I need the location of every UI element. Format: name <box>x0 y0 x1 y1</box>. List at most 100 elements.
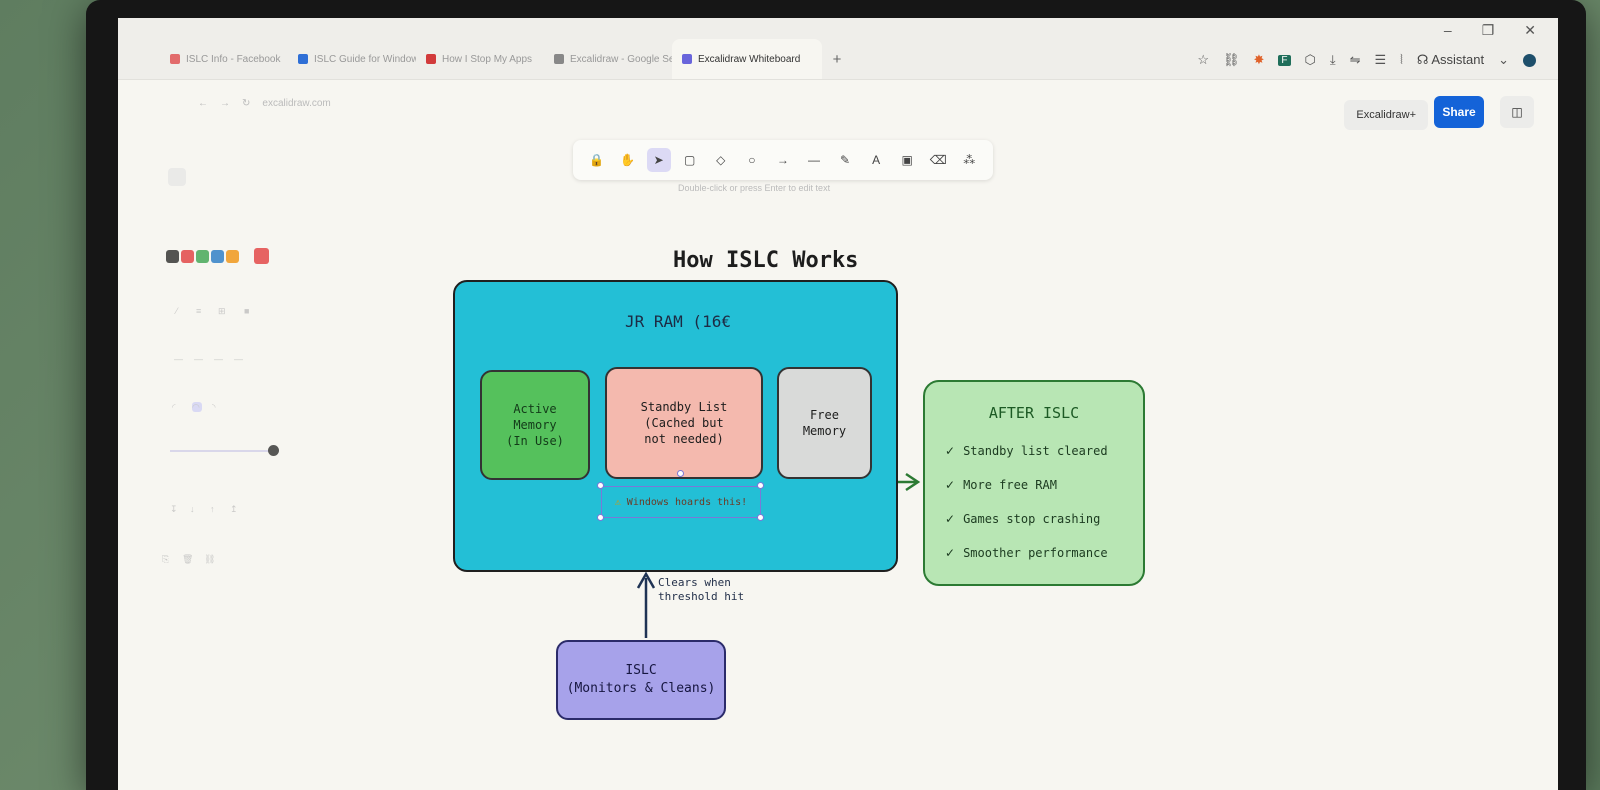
diagram-title[interactable]: How ISLC Works <box>673 248 859 273</box>
image-tool-icon[interactable]: ▣ <box>901 153 913 167</box>
forward-icon[interactable]: → <box>220 98 230 109</box>
maximize-button[interactable]: ❐ <box>1481 22 1495 38</box>
sidebar-toggle-icon[interactable]: ◫ <box>1500 96 1534 128</box>
minimize-button[interactable]: – <box>1443 22 1452 38</box>
check-icon: ✓ <box>945 512 956 526</box>
color-swatch[interactable] <box>196 250 209 263</box>
stroke-width-icon[interactable]: — <box>214 354 223 364</box>
tab-3[interactable]: Excalidraw - Google Sea <box>544 39 672 79</box>
arrow-tool-icon[interactable]: → <box>776 153 789 167</box>
arrowhead-after <box>905 472 921 492</box>
share-button[interactable]: Share <box>1434 96 1484 128</box>
eraser-tool-icon[interactable]: ⌫ <box>929 153 947 167</box>
address-bar[interactable]: ← → ↻ excalidraw.com <box>198 98 331 109</box>
layer-icon[interactable]: ↓ <box>190 504 195 514</box>
profile-avatar[interactable] <box>1523 53 1536 67</box>
excalidraw-plus-button[interactable]: Excalidraw+ <box>1344 100 1428 130</box>
current-color-swatch[interactable] <box>254 248 269 264</box>
line-tool-icon[interactable]: — <box>807 153 820 167</box>
warning-note-selected[interactable]: ⚠ Windows hoards this! <box>601 486 761 518</box>
tab-favicon <box>170 54 180 64</box>
chevron-down-icon[interactable]: ⌄ <box>1498 52 1509 67</box>
delete-icon[interactable]: 🗑 <box>182 554 194 564</box>
standby-list-box[interactable]: Standby List (Cached but not needed) <box>605 367 763 479</box>
color-swatch[interactable] <box>181 250 194 263</box>
tab-2[interactable]: How I Stop My Apps <box>416 39 544 79</box>
diamond-tool-icon[interactable]: ◇ <box>716 153 726 167</box>
resize-handle[interactable] <box>597 482 604 489</box>
after-islc-title: AFTER ISLC <box>988 404 1080 422</box>
draw-tool-icon[interactable]: ✎ <box>840 153 851 167</box>
list-item-text: More free RAM <box>963 478 1057 492</box>
close-button[interactable]: ✕ <box>1524 22 1536 38</box>
ram-container-box[interactable]: JR RAM (16€ Active Memory (In Use) Stand… <box>453 280 898 572</box>
list-item: ✓Games stop crashing <box>945 502 1108 536</box>
link-icon[interactable]: ⛓ <box>1222 52 1240 67</box>
check-icon: ✓ <box>945 444 956 458</box>
check-icon: ✓ <box>945 546 956 560</box>
rectangle-tool-icon[interactable]: ▢ <box>684 153 696 167</box>
fill-option-icon[interactable]: ≡ <box>196 306 202 316</box>
audio-icon[interactable]: ⦚ <box>1400 52 1403 67</box>
stroke-width-icon[interactable]: — <box>174 354 183 364</box>
edges-icon[interactable]: ◝ <box>212 402 216 412</box>
bookmark-star-icon[interactable]: ☆ <box>1197 52 1209 67</box>
list-item: ✓Standby list cleared <box>945 434 1108 468</box>
color-swatch[interactable] <box>211 250 224 263</box>
text-tool-icon[interactable]: A <box>872 153 881 167</box>
edges-icon[interactable]: ◠ <box>192 402 202 412</box>
ram-label: JR RAM (16€ <box>625 312 731 331</box>
puzzle-icon[interactable]: ⬡ <box>1304 52 1316 67</box>
clears-threshold-label[interactable]: Clears when threshold hit <box>658 576 745 603</box>
hand-tool-icon[interactable]: ✋ <box>620 153 636 167</box>
new-tab-button[interactable]: + <box>832 50 842 68</box>
duplicate-icon[interactable]: ⎘ <box>162 554 170 564</box>
reload-icon[interactable]: ↻ <box>242 98 251 109</box>
translate-icon[interactable]: ⇋ <box>1349 52 1361 67</box>
tab-excalidraw-active[interactable]: Excalidraw Whiteboard <box>672 39 822 79</box>
stroke-width-icon[interactable]: — <box>234 354 243 364</box>
more-tools-tool-icon[interactable]: ⁂ <box>963 153 976 167</box>
fill-option-icon[interactable]: ■ <box>244 306 250 316</box>
active-memory-box[interactable]: Active Memory (In Use) <box>480 370 590 480</box>
resize-handle[interactable] <box>757 514 764 521</box>
islc-box[interactable]: ISLC (Monitors & Cleans) <box>556 640 726 720</box>
opacity-slider[interactable] <box>170 450 270 452</box>
lock-tool-icon[interactable]: 🔒 <box>589 153 604 167</box>
resize-handle[interactable] <box>597 514 604 521</box>
list-item: ✓Smoother performance <box>945 536 1108 570</box>
menu-icon[interactable]: ☰ <box>1374 52 1387 67</box>
ellipse-tool-icon[interactable]: ○ <box>748 153 756 167</box>
resize-handle[interactable] <box>757 482 764 489</box>
back-icon[interactable]: ← <box>198 98 208 109</box>
extension-f-icon[interactable]: F <box>1278 54 1291 66</box>
layer-icon[interactable]: ↧ <box>170 504 178 514</box>
layer-icon[interactable]: ↑ <box>210 504 215 514</box>
free-memory-box[interactable]: Free Memory <box>777 367 872 479</box>
warning-text: Windows hoards this! <box>626 496 748 508</box>
menu-icon[interactable] <box>168 168 186 186</box>
tab-favicon <box>426 54 436 64</box>
selection-tool-icon[interactable]: ➤ <box>646 148 671 172</box>
excalidraw-toolbar: 🔒 ✋ ➤ ▢ ◇ ○ → — ✎ A ▣ ⌫ ⁂ <box>573 140 993 180</box>
browser-window: ISLC Info - Facebook ISLC Guide for Wind… <box>118 18 1558 790</box>
link-icon[interactable]: ⛓ <box>204 554 216 564</box>
fill-option-icon[interactable]: ⁄ <box>176 306 178 316</box>
tab-0[interactable]: ISLC Info - Facebook <box>160 39 288 79</box>
tab-1[interactable]: ISLC Guide for Windows <box>288 39 416 79</box>
assistant-label: Assistant <box>1431 52 1485 67</box>
stroke-width-icon[interactable]: — <box>194 354 203 364</box>
tab-label: ISLC Guide for Windows <box>314 53 416 65</box>
color-swatch[interactable] <box>166 250 179 263</box>
color-swatch[interactable] <box>226 250 239 263</box>
list-item: ✓More free RAM <box>945 468 1108 502</box>
download-icon[interactable]: ⤓ <box>1329 52 1336 67</box>
edges-icon[interactable]: ◜ <box>172 402 176 412</box>
layer-icon[interactable]: ↥ <box>230 504 238 514</box>
fill-option-icon[interactable]: ⊞ <box>218 306 226 316</box>
opacity-slider-knob[interactable] <box>268 445 279 456</box>
after-islc-box[interactable]: AFTER ISLC ✓Standby list cleared ✓More f… <box>923 380 1145 586</box>
extension-icon[interactable]: ✸ <box>1253 52 1265 67</box>
assistant-button[interactable]: ☊ Assistant <box>1416 52 1485 67</box>
rotation-handle[interactable] <box>677 470 684 477</box>
